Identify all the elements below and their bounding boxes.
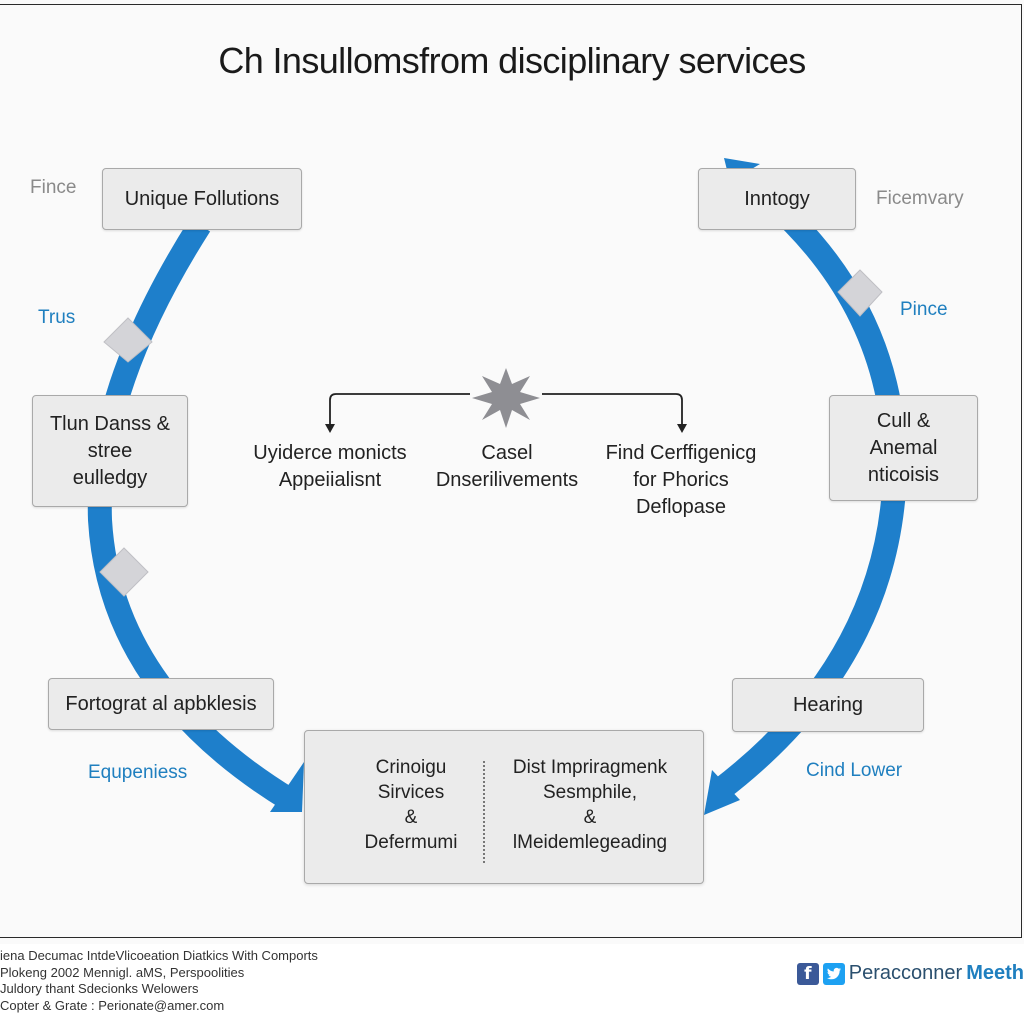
center-text-middle: Casel Dnserilivements xyxy=(435,442,579,491)
label-pince: Pince xyxy=(900,299,948,320)
box-inntogy: Inntogy xyxy=(698,168,856,230)
facebook-icon[interactable]: f xyxy=(796,962,819,985)
footer-text: iena Decumac IntdeVlicoeation Diatkics W… xyxy=(0,948,318,1014)
label-trus: Trus xyxy=(38,307,76,328)
label-equpeniess: Equpeniess xyxy=(88,762,188,783)
bottom-left-text: Crinoigu Sirvices & Defermumi xyxy=(364,757,458,853)
footer: iena Decumac IntdeVlicoeation Diatkics W… xyxy=(0,944,1024,1024)
starburst-icon xyxy=(472,368,540,428)
footer-line: Juldory thant Sdecionks Welowers xyxy=(0,981,199,996)
twitter-icon[interactable] xyxy=(822,962,845,985)
brand-name-accent: Meeth xyxy=(966,962,1024,984)
diamond-marker-icon xyxy=(103,317,153,363)
box-unique-follutions: Unique Follutions xyxy=(102,168,302,230)
center-connector xyxy=(325,393,687,433)
center-text-right: Find Cerffigenicg for Phorics Deflopase xyxy=(605,442,757,518)
bottom-right-text: Dist Impriragmenk Sesmphile, & lMeidemle… xyxy=(512,757,668,853)
footer-line: iena Decumac IntdeVlicoeation Diatkics W… xyxy=(0,948,318,963)
label-ficemvary: Ficemvary xyxy=(876,188,964,209)
diagram-title: Ch Insullomsfrom disciplinary services xyxy=(218,40,806,81)
bottom-divider xyxy=(483,761,485,863)
label-cind-lower: Cind Lower xyxy=(806,760,903,781)
diamond-marker-icon xyxy=(837,269,883,317)
diamond-marker-icon xyxy=(99,547,149,597)
box-fortograt: Fortograt al apbklesis xyxy=(48,678,274,730)
box-tlun-danss: Tlun Danss & stree eulledgy xyxy=(32,395,188,507)
bottom-box: Crinoigu Sirvices & Defermumi Dist Impri… xyxy=(304,730,704,884)
right-arc-arrowhead-bottom xyxy=(704,770,740,815)
box-hearing: Hearing xyxy=(732,678,924,732)
label-fince: Fince xyxy=(30,177,77,198)
footer-line: Copter & Grate : Perionate@amer.com xyxy=(0,997,225,1013)
center-text-left: Uyiderce monicts Appeiialisnt xyxy=(253,442,407,491)
brand-name: Peracconner xyxy=(848,962,963,984)
footer-line: Plokeng 2002 Mennigl. aMS, Perspoolities xyxy=(0,964,245,980)
box-cull-anemal: Cull & Anemal nticoisis xyxy=(829,395,978,501)
left-arc-arrowhead xyxy=(270,762,304,812)
